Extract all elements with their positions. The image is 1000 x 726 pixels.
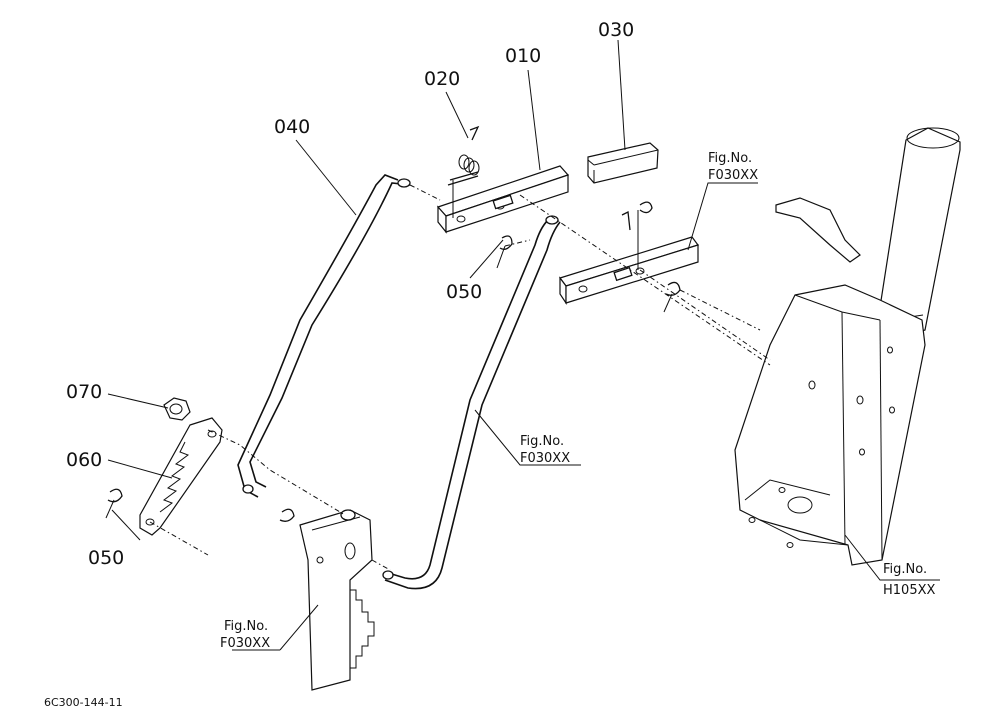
fig-ref-c-line2: F030XX xyxy=(220,636,270,651)
diagram-code: 6C300-144-11 xyxy=(44,696,123,709)
part-number-030: 030 xyxy=(598,19,634,41)
pin-050-upper[interactable] xyxy=(496,235,513,269)
part-number-040: 040 xyxy=(274,116,310,138)
part-number-050-lower: 050 xyxy=(88,547,124,569)
nut-070[interactable] xyxy=(163,397,191,421)
fig-ref-a-line2: F030XX xyxy=(708,168,758,183)
pin-050-lower[interactable] xyxy=(105,488,123,519)
bracket-lower[interactable] xyxy=(559,201,699,305)
fig-ref-c-line1: Fig.No. xyxy=(224,619,268,634)
fig-ref-a-line1: Fig.No. xyxy=(708,151,752,166)
part-number-010: 010 xyxy=(505,45,541,67)
pedal-bracket[interactable] xyxy=(299,509,375,691)
fig-ref-d-line1: Fig.No. xyxy=(883,562,927,577)
knob-030[interactable] xyxy=(587,142,659,184)
bracket-010[interactable] xyxy=(436,165,570,234)
pin-center[interactable] xyxy=(279,508,295,522)
part-number-070: 070 xyxy=(66,381,102,403)
leader-lines xyxy=(107,39,940,651)
part-number-050-upper: 050 xyxy=(446,281,482,303)
part-number-020: 020 xyxy=(424,68,460,90)
fig-ref-b-line1: Fig.No. xyxy=(520,434,564,449)
rod-dashed xyxy=(382,215,561,590)
column-housing[interactable] xyxy=(734,127,961,566)
part-number-060: 060 xyxy=(66,449,102,471)
lever-060[interactable] xyxy=(139,417,223,536)
rod-040[interactable] xyxy=(237,174,411,498)
centre-lines xyxy=(149,184,771,571)
pin-right[interactable] xyxy=(663,281,681,313)
fig-ref-d-line2: H105XX xyxy=(883,583,935,598)
fig-ref-b-line2: F030XX xyxy=(520,451,570,466)
spring-020[interactable] xyxy=(447,125,480,186)
